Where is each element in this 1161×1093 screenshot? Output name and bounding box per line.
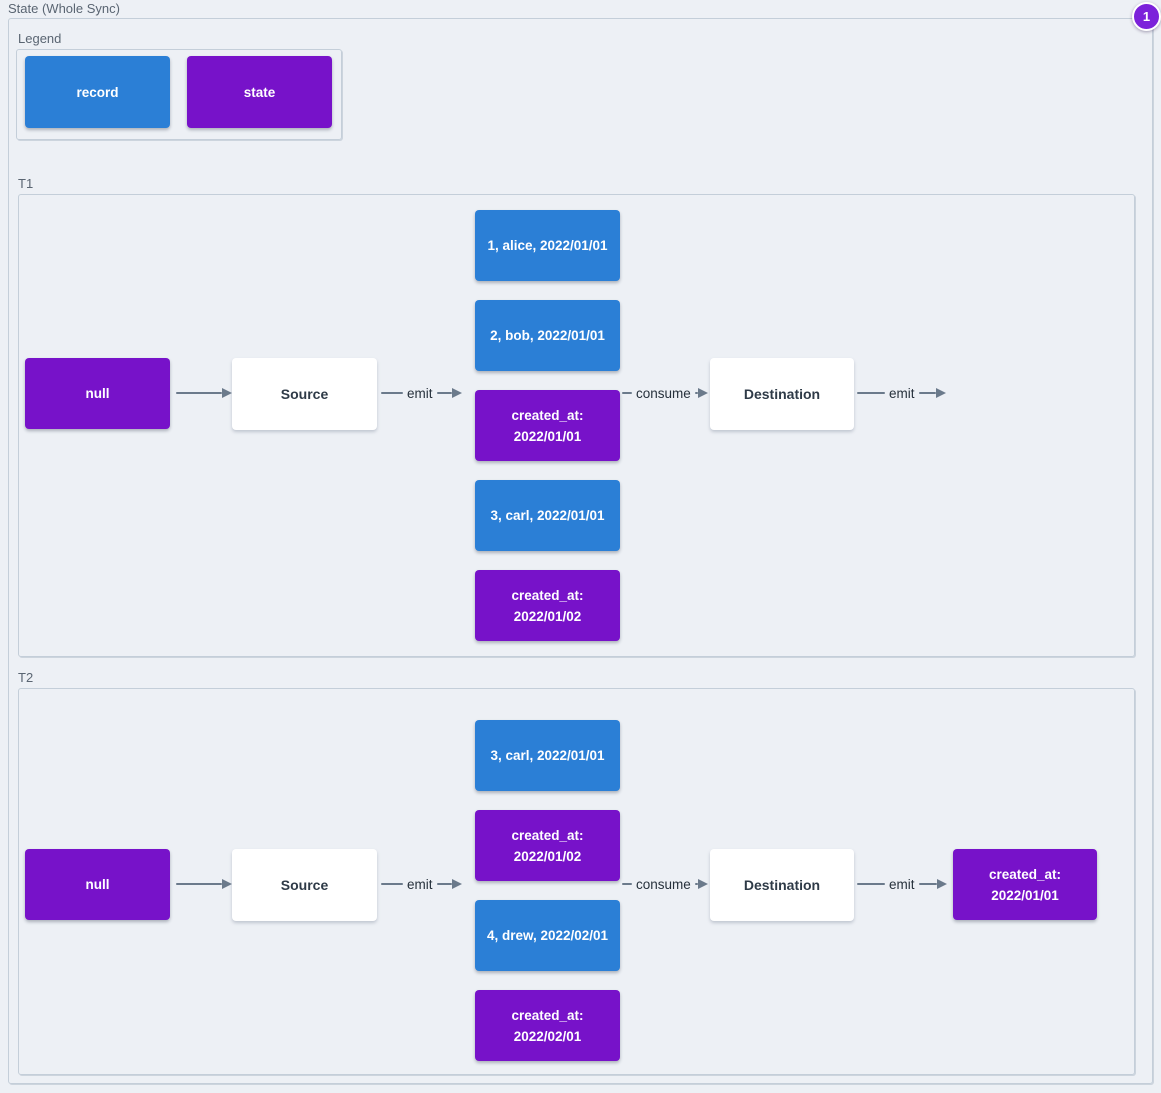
legend-title: Legend	[18, 31, 62, 46]
t2-source-node: Source	[232, 849, 377, 921]
edge-line	[857, 392, 885, 394]
t1-null-node: null	[25, 358, 170, 429]
arrow-right-icon	[936, 388, 946, 398]
edge-label: consume	[636, 876, 691, 892]
t1-destination-node: Destination	[710, 358, 854, 430]
edge-line	[918, 392, 936, 394]
arrow-right-icon	[698, 879, 708, 889]
t1-edge-null-source	[176, 384, 232, 402]
edge-line	[694, 883, 698, 885]
t1-edge-emit-dest: emit	[857, 384, 946, 402]
t2-record-node: 4, drew, 2022/02/01	[475, 900, 620, 971]
t1-record-node: 2, bob, 2022/01/01	[475, 300, 620, 371]
t1-record-node: 1, alice, 2022/01/01	[475, 210, 620, 281]
t2-state-node: created_at: 2022/02/01	[475, 990, 620, 1061]
t2-destination-node: Destination	[710, 849, 854, 921]
edge-line	[176, 883, 222, 885]
arrow-right-icon	[222, 879, 232, 889]
edge-line	[436, 883, 452, 885]
legend-group	[16, 49, 342, 140]
whole-sync-title: State (Whole Sync)	[8, 1, 120, 16]
t1-source-node: Source	[232, 358, 377, 430]
t1-title: T1	[18, 176, 34, 191]
arrow-right-icon	[937, 879, 947, 889]
arrow-right-icon	[222, 388, 232, 398]
arrow-right-icon	[452, 388, 462, 398]
edge-label: emit	[407, 385, 433, 401]
t2-title: T2	[18, 670, 34, 685]
arrow-right-icon	[452, 879, 462, 889]
t2-edge-consume: consume	[622, 875, 708, 893]
t1-record-node: 3, carl, 2022/01/01	[475, 480, 620, 551]
t1-edge-emit-source: emit	[381, 384, 462, 402]
edge-label: emit	[889, 385, 915, 401]
whole-sync-group	[8, 18, 1153, 1084]
t1-group	[18, 194, 1135, 657]
edge-label: emit	[407, 876, 433, 892]
edge-line	[381, 392, 403, 394]
t1-state-node: created_at: 2022/01/01	[475, 390, 620, 461]
t2-edge-emit-source: emit	[381, 875, 462, 893]
annotation-badge[interactable]: 1	[1132, 2, 1161, 31]
legend-state-swatch: state	[187, 56, 332, 128]
edge-line	[857, 883, 885, 885]
t2-null-node: null	[25, 849, 170, 920]
edge-line	[918, 883, 937, 885]
edge-line	[436, 392, 452, 394]
t2-output-state-node: created_at: 2022/01/01	[953, 849, 1097, 920]
t2-edge-null-source	[176, 875, 232, 893]
t2-record-node: 3, carl, 2022/01/01	[475, 720, 620, 791]
t2-group	[18, 688, 1135, 1075]
t1-state-node: created_at: 2022/01/02	[475, 570, 620, 641]
arrow-right-icon	[698, 388, 708, 398]
edge-line	[622, 392, 632, 394]
edge-label: consume	[636, 385, 691, 401]
edge-line	[176, 392, 222, 394]
edge-label: emit	[889, 876, 915, 892]
t2-edge-emit-dest: emit	[857, 875, 947, 893]
legend-record-swatch: record	[25, 56, 170, 128]
t2-state-node: created_at: 2022/01/02	[475, 810, 620, 881]
edge-line	[622, 883, 632, 885]
edge-line	[694, 392, 698, 394]
edge-line	[381, 883, 403, 885]
t1-edge-consume: consume	[622, 384, 708, 402]
